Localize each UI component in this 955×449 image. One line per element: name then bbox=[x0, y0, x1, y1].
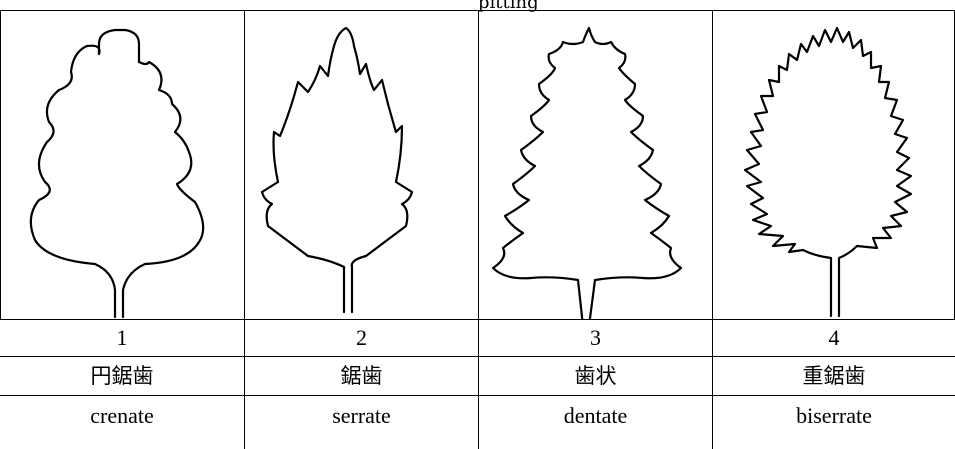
page-caption: pitting bbox=[478, 0, 539, 13]
english-term-2: serrate bbox=[332, 403, 391, 428]
table-border-top bbox=[0, 10, 955, 11]
japanese-term-3: 歯状 bbox=[574, 364, 617, 388]
dentate-leaf-icon bbox=[491, 26, 683, 319]
column-number-4: 4 bbox=[828, 325, 840, 350]
table-col-divider bbox=[244, 10, 245, 449]
english-term-3: dentate bbox=[563, 403, 628, 428]
table-row-divider bbox=[0, 356, 955, 357]
leaf-cell-4 bbox=[713, 10, 954, 319]
table-border-left bbox=[0, 10, 1, 320]
column-number-1: 1 bbox=[116, 325, 128, 350]
table-col-divider bbox=[478, 10, 479, 449]
english-term-4: biserrate bbox=[796, 403, 872, 428]
serrate-leaf-icon bbox=[260, 26, 414, 314]
column-number-2: 2 bbox=[356, 325, 367, 350]
leaf-cell-2 bbox=[245, 10, 478, 319]
japanese-term-2: 鋸歯 bbox=[340, 364, 383, 388]
leaf-margin-table: 1 2 3 4 円鋸歯 鋸歯 歯状 重鋸歯 crenate serrate de… bbox=[0, 10, 955, 449]
japanese-term-4: 重鋸歯 bbox=[802, 364, 866, 388]
table-row-numbers: 1 2 3 4 bbox=[0, 320, 955, 356]
table-row-divider bbox=[0, 395, 955, 396]
leaf-cell-1 bbox=[1, 10, 244, 319]
table-row-japanese: 円鋸歯 鋸歯 歯状 重鋸歯 bbox=[0, 357, 955, 395]
leaf-cell-3 bbox=[479, 10, 712, 319]
japanese-term-1: 円鋸歯 bbox=[90, 364, 154, 388]
crenate-leaf-icon bbox=[29, 28, 205, 319]
table-row-english: crenate serrate dentate biserrate bbox=[0, 396, 955, 436]
table-col-divider bbox=[712, 10, 713, 449]
biserrate-leaf-icon bbox=[743, 26, 913, 318]
english-term-1: crenate bbox=[90, 403, 154, 428]
table-row-divider bbox=[0, 319, 955, 320]
column-number-3: 3 bbox=[590, 325, 601, 350]
